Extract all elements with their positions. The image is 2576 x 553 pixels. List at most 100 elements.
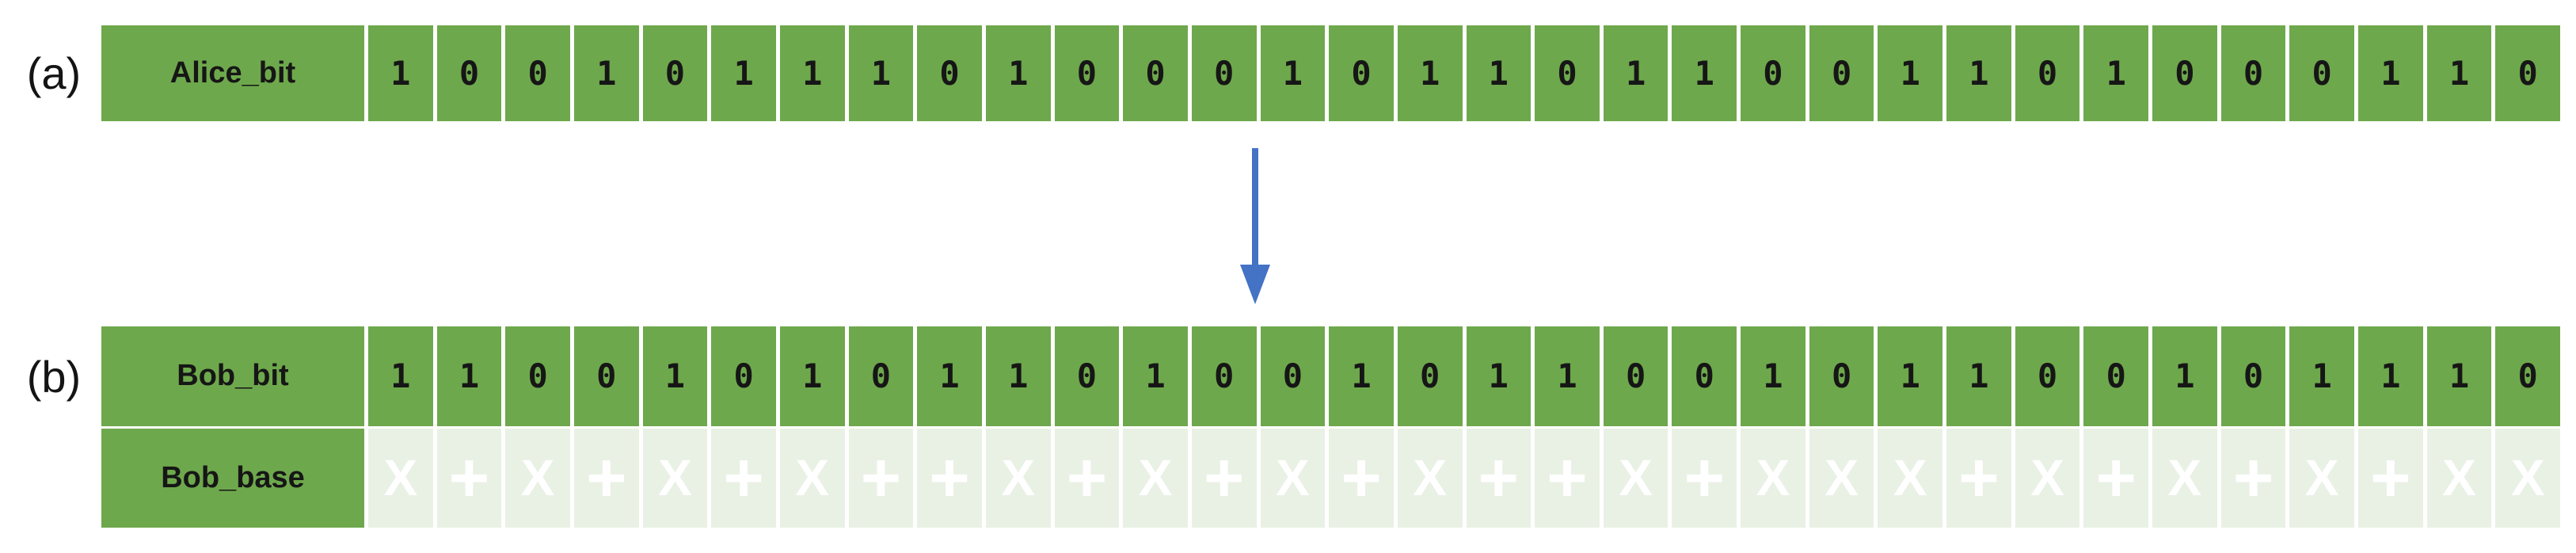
- alice-bit-cell: 0: [1535, 25, 1600, 121]
- bob-bit-cell: 0: [1191, 326, 1257, 426]
- bob-base-cell: X: [1397, 428, 1463, 528]
- bob-base-cell: +: [848, 428, 914, 528]
- alice-bit-cell: 0: [642, 25, 708, 121]
- bob-bit-cell: 1: [1535, 326, 1600, 426]
- bob-base-cell: X: [2426, 428, 2492, 528]
- bob-bit-cell: 0: [711, 326, 776, 426]
- bob-bit-cell: 1: [779, 326, 845, 426]
- alice-bit-cell: 1: [1397, 25, 1463, 121]
- bob-bit-cell: 1: [2358, 326, 2423, 426]
- bob-bit-cell: 1: [985, 326, 1051, 426]
- bob-base-cell: +: [1054, 428, 1120, 528]
- alice-bit-cell: 0: [1123, 25, 1188, 121]
- alice-bit-cell: 1: [1603, 25, 1669, 121]
- alice-bit-cell: 0: [1329, 25, 1394, 121]
- alice-bit-cell: 1: [1466, 25, 1532, 121]
- alice-bit-cell: 0: [2495, 25, 2560, 121]
- bob-bit-cell: 0: [1809, 326, 1874, 426]
- alice-bit-cell: 1: [368, 25, 433, 121]
- bob-base-cell: +: [1466, 428, 1532, 528]
- bob-base-cell: X: [779, 428, 845, 528]
- bob-base-cell: X: [2495, 428, 2560, 528]
- bob-base-cell: X: [642, 428, 708, 528]
- bob-bit-cell: 1: [917, 326, 982, 426]
- bob-bit-cell: 1: [436, 326, 502, 426]
- bob-base-cell: +: [1946, 428, 2011, 528]
- alice-bit-cell: 0: [1809, 25, 1874, 121]
- alice-bit-cell: 0: [505, 25, 570, 121]
- bob-base-cell: X: [985, 428, 1051, 528]
- bob-base-cell: +: [1535, 428, 1600, 528]
- bob-bit-cell: 0: [1054, 326, 1120, 426]
- alice-bit-cell: 0: [2220, 25, 2286, 121]
- bob-base-cell: +: [436, 428, 502, 528]
- bob-bit-cell: 1: [2289, 326, 2355, 426]
- alice-bit-cell: 0: [1741, 25, 1805, 121]
- bob-base-cell: +: [573, 428, 639, 528]
- alice-bit-cell: 1: [2358, 25, 2423, 121]
- bob-base-cell: X: [1260, 428, 1326, 528]
- bob-bit-cell: 1: [2152, 326, 2217, 426]
- bob-base-cell: +: [2358, 428, 2423, 528]
- bob-base-cell: +: [1191, 428, 1257, 528]
- bob-base-cell: X: [2289, 428, 2355, 528]
- bob-bit-cell: 0: [2495, 326, 2560, 426]
- bob-base-cell: +: [1672, 428, 1737, 528]
- alice-bit-cell: 0: [1054, 25, 1120, 121]
- bob-bit-cell: 0: [505, 326, 570, 426]
- bob-bit-cell: 0: [1397, 326, 1463, 426]
- bob-bit-cell: 0: [848, 326, 914, 426]
- alice-bit-cell: 0: [2152, 25, 2217, 121]
- bob-bit-cell: 1: [1123, 326, 1188, 426]
- alice-bit-cell: 1: [711, 25, 776, 121]
- alice-bit-cell: 1: [985, 25, 1051, 121]
- alice-bit-cell: 1: [1260, 25, 1326, 121]
- alice-bit-cell: 0: [2015, 25, 2080, 121]
- bob-bit-cell: 1: [1878, 326, 1943, 426]
- bob-bit-cell: 1: [368, 326, 433, 426]
- bob-base-cell: +: [917, 428, 982, 528]
- row-header-alice-bit: Alice_bit: [101, 25, 364, 121]
- bob-bit-cell: 1: [1466, 326, 1532, 426]
- bob-bit-cell: 0: [2083, 326, 2149, 426]
- panel-a-label: (a): [26, 48, 82, 98]
- bob-base-cell: X: [1809, 428, 1874, 528]
- row-header-bob-base: Bob_base: [101, 428, 364, 528]
- bob-bit-cell: 0: [2220, 326, 2286, 426]
- bob-base-cell: X: [2015, 428, 2080, 528]
- alice-bit-cell: 1: [779, 25, 845, 121]
- alice-bit-cell: 1: [848, 25, 914, 121]
- bob-bit-cell: 0: [1603, 326, 1669, 426]
- down-arrow-icon: [1239, 148, 1271, 305]
- alice-bit-cell: 1: [1946, 25, 2011, 121]
- bob-base-cell: +: [2083, 428, 2149, 528]
- bob-bit-cell: 1: [2426, 326, 2492, 426]
- alice-bit-cell: 1: [573, 25, 639, 121]
- bob-base-cell: X: [1741, 428, 1805, 528]
- alice-bit-cell: 0: [917, 25, 982, 121]
- alice-bit-cell: 1: [2083, 25, 2149, 121]
- bob-base-cell: X: [1123, 428, 1188, 528]
- row-header-bob-bit: Bob_bit: [101, 326, 364, 426]
- bob-base-cell: X: [2152, 428, 2217, 528]
- bob-bit-cell: 1: [1946, 326, 2011, 426]
- bob-base-cell: X: [1603, 428, 1669, 528]
- alice-bit-cell: 1: [1672, 25, 1737, 121]
- alice-bit-cell: 0: [1191, 25, 1257, 121]
- bob-base-cell: +: [711, 428, 776, 528]
- bob-base-cell: +: [2220, 428, 2286, 528]
- alice-bit-cell: 0: [436, 25, 502, 121]
- bob-base-cell: X: [1878, 428, 1943, 528]
- bob-base-cell: +: [1329, 428, 1394, 528]
- alice-bit-cell: 0: [2289, 25, 2355, 121]
- bob-bit-cell: 0: [1260, 326, 1326, 426]
- alice-bit-cell: 1: [1878, 25, 1943, 121]
